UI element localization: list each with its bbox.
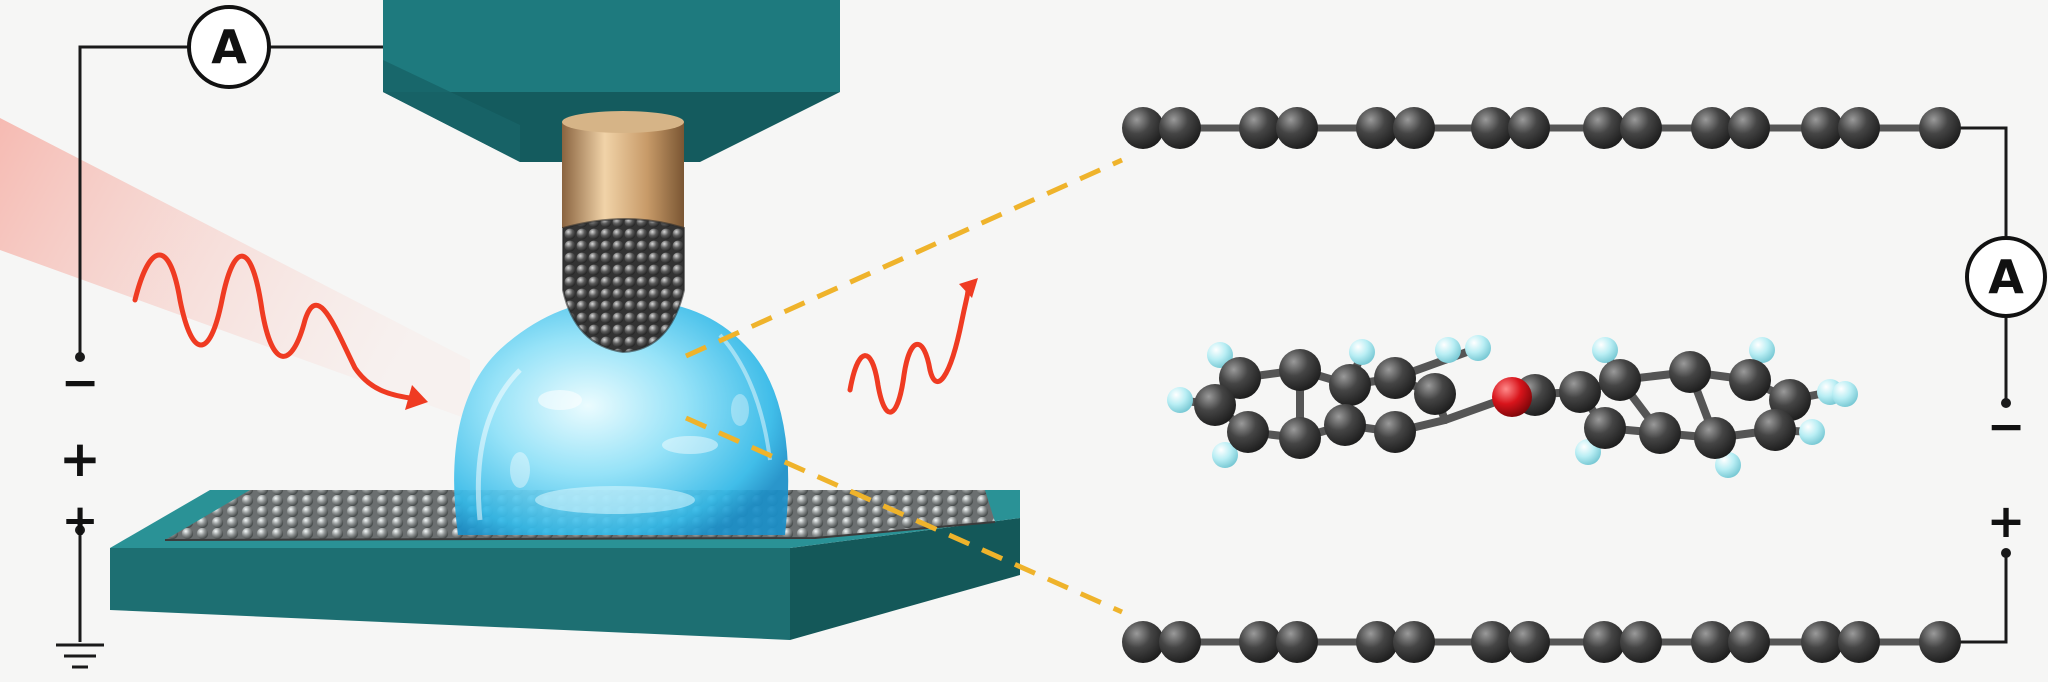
plus-terminal-label-left-2: + — [62, 495, 99, 546]
carbon-atom — [1279, 349, 1321, 391]
carbon-atom — [1122, 621, 1164, 663]
hydrogen-atom — [1799, 419, 1825, 445]
carbon-atom — [1279, 417, 1321, 459]
hydrogen-atom — [1349, 339, 1375, 365]
carbon-atom — [1122, 107, 1164, 149]
carbon-atom — [1374, 357, 1416, 399]
diphenyl-ether-molecule — [1167, 335, 1858, 478]
carbon-atom — [1329, 364, 1371, 406]
plus-terminal-label-left-1: + — [59, 430, 101, 488]
hydrogen-atom — [1465, 335, 1491, 361]
carbon-atom — [1324, 404, 1366, 446]
carbon-atom — [1583, 621, 1625, 663]
carbon-atom — [1227, 411, 1269, 453]
carbon-atom — [1508, 621, 1550, 663]
carbon-atom — [1639, 412, 1681, 454]
carbon-atom — [1599, 359, 1641, 401]
carbon-atom — [1559, 371, 1601, 413]
carbon-atom — [1471, 621, 1513, 663]
ammeter-icon: A — [1967, 238, 2045, 316]
ground-icon — [56, 645, 104, 667]
carbon-atom — [1414, 373, 1456, 415]
minus-terminal-label-right: − — [1987, 399, 2026, 453]
carbon-atom — [1393, 621, 1435, 663]
carbon-atom — [1729, 359, 1771, 401]
carbon-atom — [1669, 351, 1711, 393]
hydrogen-atom — [1592, 337, 1618, 363]
carbon-atom — [1694, 417, 1736, 459]
carbon-atom — [1239, 621, 1281, 663]
carbon-atom — [1691, 621, 1733, 663]
carbon-atom — [1620, 107, 1662, 149]
carbon-atom — [1620, 621, 1662, 663]
carbon-atom — [1276, 107, 1318, 149]
ammeter-label-right: A — [1988, 250, 2024, 304]
carbon-atom — [1374, 411, 1416, 453]
emitted-photon-wave — [850, 278, 978, 412]
plus-terminal-label-right: + — [1987, 494, 2026, 548]
carbon-atom — [1728, 107, 1770, 149]
hydrogen-atom — [1832, 381, 1858, 407]
carbon-atom — [1356, 107, 1398, 149]
carbon-atom — [1754, 409, 1796, 451]
hydrogen-atom — [1749, 337, 1775, 363]
carbon-atom — [1159, 621, 1201, 663]
carbon-atom — [1194, 384, 1236, 426]
carbon-atom — [1159, 107, 1201, 149]
carbon-atom — [1919, 107, 1961, 149]
carbon-atom — [1393, 107, 1435, 149]
bottom-electrode-chain — [1122, 621, 1961, 663]
carbon-atom — [1801, 621, 1843, 663]
carbon-atom — [1239, 107, 1281, 149]
hydrogen-atom — [1167, 387, 1193, 413]
substrate-front-face — [110, 548, 790, 640]
carbon-atom — [1691, 107, 1733, 149]
carbon-atom — [1508, 107, 1550, 149]
carbon-atom — [1584, 407, 1626, 449]
carbon-atom — [1583, 107, 1625, 149]
ammeter-icon: A — [189, 7, 269, 87]
carbon-atom — [1801, 107, 1843, 149]
top-electrode-chain — [1122, 107, 1961, 149]
carbon-atom — [1919, 621, 1961, 663]
minus-terminal-label-left: − — [61, 355, 100, 409]
right-wire-terminal-bottom — [2001, 548, 2011, 558]
carbon-atom — [1471, 107, 1513, 149]
carbon-atom — [1728, 621, 1770, 663]
gold-tip-shaft — [562, 111, 684, 228]
holder-front — [383, 0, 840, 92]
hydrogen-atom — [1435, 337, 1461, 363]
carbon-atom — [1356, 621, 1398, 663]
ammeter-label-left: A — [211, 20, 247, 74]
carbon-atom — [1276, 621, 1318, 663]
carbon-atom — [1838, 621, 1880, 663]
right-circuit — [1955, 128, 2006, 642]
oxygen-atom — [1492, 377, 1532, 417]
carbon-atom — [1838, 107, 1880, 149]
